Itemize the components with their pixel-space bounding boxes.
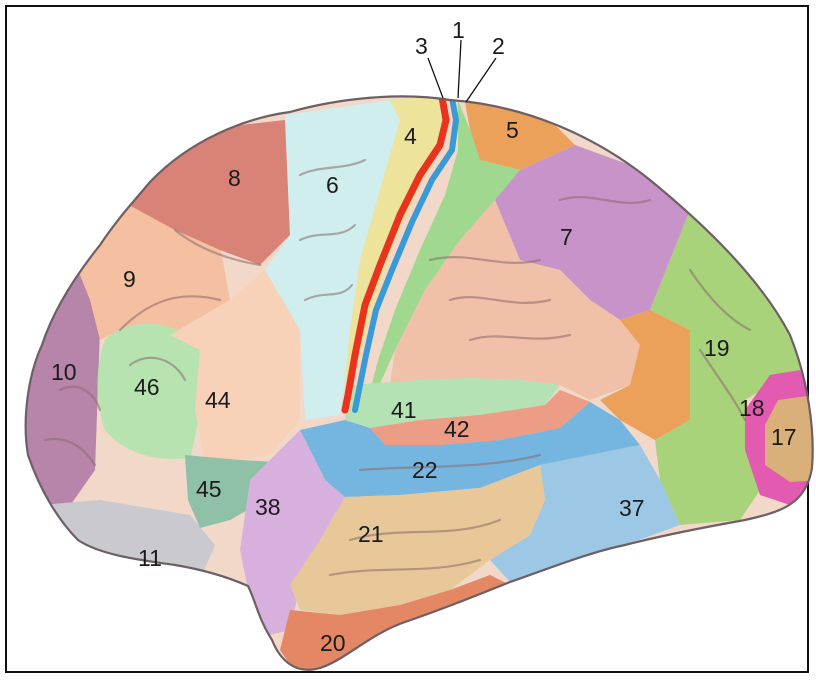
area-label-38: 38 bbox=[255, 494, 281, 520]
area-label-19: 19 bbox=[704, 335, 730, 361]
angular-strip-region bbox=[600, 310, 690, 440]
area-label-7: 7 bbox=[560, 224, 573, 250]
area-6-region bbox=[265, 100, 400, 420]
area-label-6: 6 bbox=[326, 172, 339, 198]
area-42-region bbox=[370, 390, 590, 445]
sulci-lines bbox=[43, 158, 752, 577]
leader-line-2 bbox=[465, 57, 497, 103]
area-label-11: 11 bbox=[138, 545, 162, 571]
area-label-3: 3 bbox=[415, 33, 428, 59]
area-label-44: 44 bbox=[205, 387, 231, 413]
area-label-22: 22 bbox=[412, 457, 438, 483]
area-label-10: 10 bbox=[51, 359, 77, 385]
area-label-20: 20 bbox=[320, 630, 346, 656]
area-label-46: 46 bbox=[134, 374, 160, 400]
area-45-region bbox=[185, 455, 275, 528]
area-label-21: 21 bbox=[358, 521, 384, 547]
brodmann-regions bbox=[25, 96, 813, 670]
inferior-parietal-region bbox=[390, 200, 640, 400]
area-label-9: 9 bbox=[123, 266, 136, 292]
area-label-42: 42 bbox=[444, 416, 470, 442]
area-label-45: 45 bbox=[196, 476, 222, 502]
area-label-2: 2 bbox=[492, 33, 505, 59]
area-8-region bbox=[120, 120, 290, 265]
area-3-strip bbox=[341, 96, 450, 414]
area-37-region bbox=[490, 445, 680, 582]
area-label-4: 4 bbox=[404, 123, 417, 149]
area-44-region bbox=[170, 270, 300, 460]
area-21-region bbox=[290, 465, 545, 615]
area-label-18: 18 bbox=[739, 395, 765, 421]
area-22-region bbox=[300, 402, 640, 497]
area-1-strip bbox=[352, 96, 459, 413]
area-label-1: 1 bbox=[452, 17, 465, 43]
area-41-region bbox=[345, 378, 560, 428]
area-2-region bbox=[368, 100, 520, 400]
area-label-37: 37 bbox=[619, 495, 645, 521]
area-7-region bbox=[495, 145, 690, 320]
area-label-5: 5 bbox=[506, 117, 519, 143]
area-label-41: 41 bbox=[391, 397, 417, 423]
brain-outline bbox=[24, 95, 814, 671]
area-label-17: 17 bbox=[771, 424, 797, 450]
area-17-region bbox=[765, 395, 813, 482]
leader-line-1 bbox=[457, 39, 462, 99]
area-label-8: 8 bbox=[228, 165, 241, 191]
area-38-region bbox=[240, 430, 345, 635]
leader-line-3 bbox=[427, 57, 444, 99]
area-46-region bbox=[97, 323, 202, 460]
